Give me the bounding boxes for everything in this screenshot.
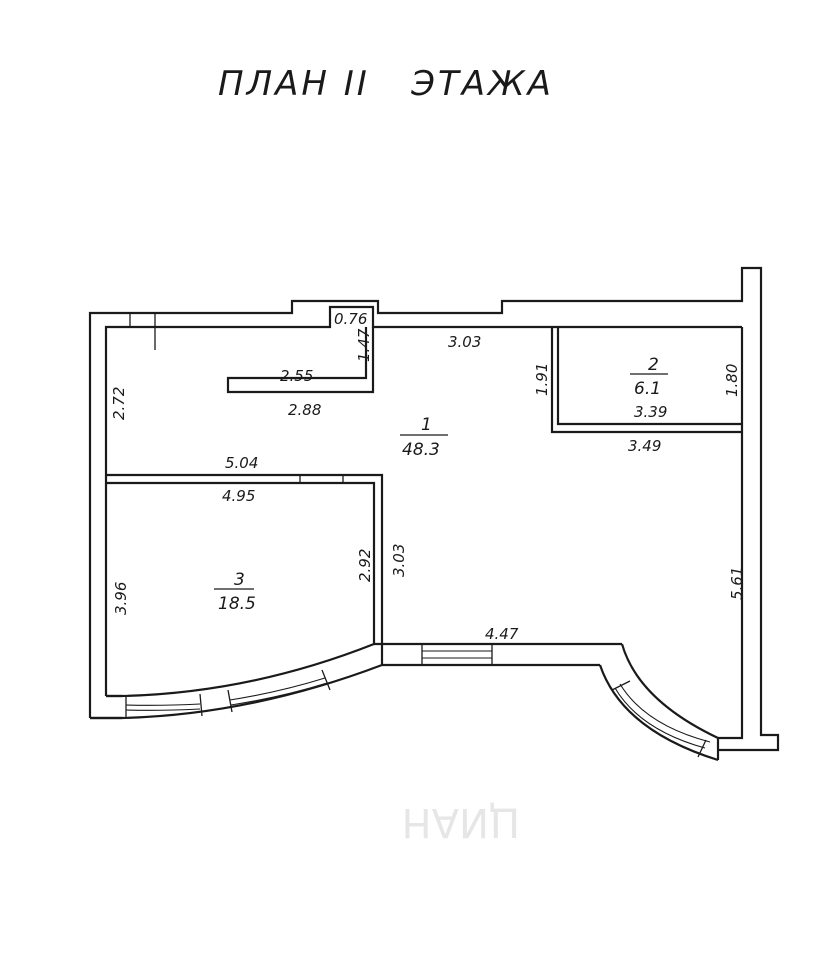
dim-288: 2.88: [288, 401, 321, 419]
dim-255: 2.55: [280, 367, 313, 385]
room-2-number: 2: [648, 355, 659, 375]
room-1-number: 1: [421, 415, 432, 435]
dim-339: 3.39: [634, 403, 667, 421]
outer-walls: [88, 266, 780, 752]
dim-272: 2.72: [110, 387, 128, 420]
dim-180: 1.80: [723, 364, 741, 397]
dim-147: 1.47: [355, 328, 373, 362]
room-3-walls: [106, 473, 384, 665]
curved-window-wall: [90, 642, 383, 720]
dim-495: 4.95: [222, 487, 255, 505]
dim-349: 3.49: [628, 437, 661, 455]
room-3-number: 3: [234, 570, 245, 590]
kitchen-partition: [226, 327, 375, 394]
room-3-area: 18.5: [218, 594, 256, 614]
watermark: ЦИАН: [402, 799, 520, 845]
room-3-label: 3 18.5: [214, 570, 256, 614]
plan-title: ПЛАН II ЭТАЖА: [218, 64, 554, 104]
dim-076: 0.76: [334, 310, 367, 328]
room-1-label: 1 48.3: [400, 415, 448, 460]
room-2-walls: [550, 327, 742, 434]
bay-window-wall: [374, 642, 720, 762]
dim-504: 5.04: [225, 454, 258, 472]
room-2-label: 2 6.1: [630, 355, 668, 399]
dim-561: 5.61: [728, 567, 746, 600]
room-2-area: 6.1: [634, 379, 661, 399]
dim-191: 1.91: [533, 363, 551, 396]
dim-303-mid: 3.03: [390, 544, 408, 577]
dim-396: 3.96: [112, 582, 130, 615]
dim-292: 2.92: [356, 549, 374, 582]
room-1-area: 48.3: [402, 440, 440, 460]
dim-447: 4.47: [485, 625, 519, 643]
dim-303-top: 3.03: [448, 333, 481, 351]
column-mark: [129, 313, 156, 350]
